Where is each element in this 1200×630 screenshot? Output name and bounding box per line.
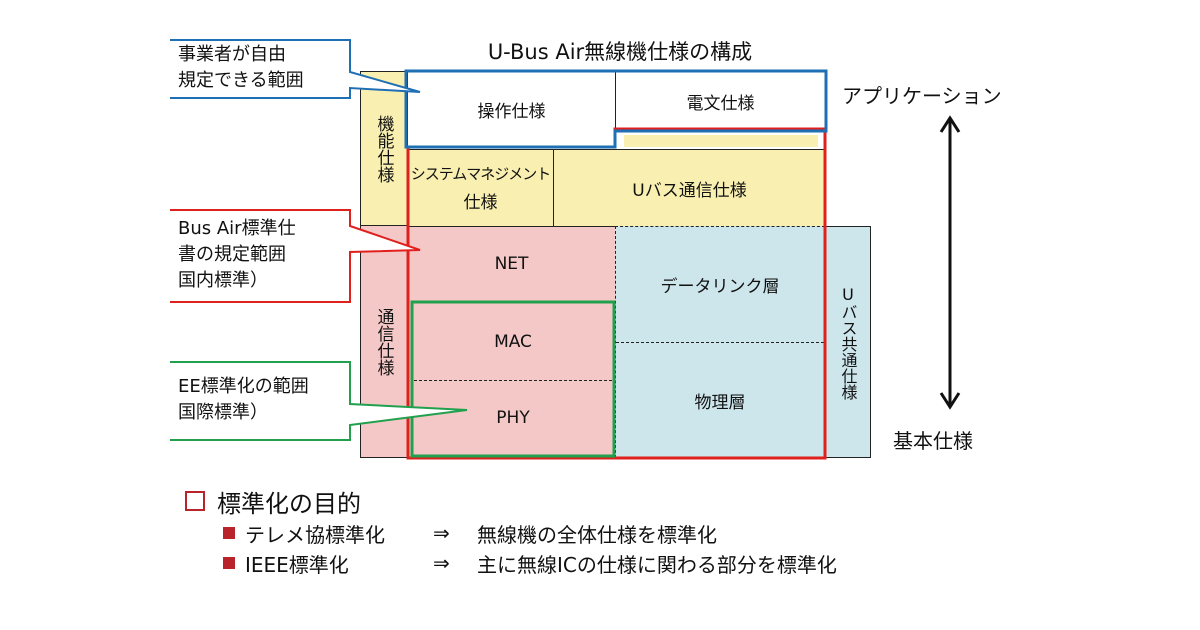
purpose-item-description: 主に無線ICの仕様に関わる部分を標準化 (477, 552, 837, 577)
operation-spec-label: 操作仕様 (477, 101, 546, 122)
message-spec-label: 電文仕様 (686, 93, 755, 114)
ieee-callout-shape (170, 361, 468, 441)
function-spec-label: 機能仕様 (373, 114, 394, 183)
ubus-standard-callout-line3: 国内標準） (178, 270, 268, 291)
ubus-standard-callout-line1: Bus Air標準仕 (178, 218, 296, 239)
operator-callout: 事業者が自由 規定できる範囲 (178, 42, 304, 94)
ubus-common-spec-column: Uバス共通仕様 (825, 226, 871, 458)
mac-phy-divider (414, 380, 612, 381)
double-headed-arrow-icon (939, 115, 961, 410)
ieee-scope-border (410, 300, 616, 458)
purpose-item-arrow: ⇒ (433, 551, 450, 575)
ieee-callout-line2: 国際標準） (178, 402, 268, 423)
operator-scope-border (404, 69, 828, 149)
purpose-item: IEEE標準化 ⇒ 主に無線ICの仕様に関わる部分を標準化 (223, 548, 1085, 578)
purpose-item-arrow: ⇒ (433, 521, 450, 545)
purpose-section: 標準化の目的 テレメ協標準化 ⇒ 無線機の全体仕様を標準化 IEEE標準化 ⇒ … (185, 484, 1085, 578)
net-cell: NET (408, 226, 615, 302)
hollow-square-bullet-icon (185, 491, 205, 511)
mac-label: MAC (494, 331, 532, 352)
physical-layer-label: 物理層 (694, 392, 746, 413)
net-label: NET (494, 254, 529, 274)
message-spec-cell: 電文仕様 (615, 71, 825, 131)
system-management-spec-label-line1: システムマネジメント (410, 165, 552, 183)
filled-square-bullet-icon (223, 557, 235, 569)
layer-divider (616, 342, 824, 343)
ubus-comm-spec-cell: Uバス通信仕様 (554, 149, 825, 226)
operator-callout-line1: 事業者が自由 (178, 44, 286, 65)
message-spec-strip (624, 135, 818, 147)
phy-label: PHY (496, 408, 530, 428)
application-label: アプリケーション (842, 84, 1002, 108)
ubus-standard-scope-border (406, 127, 827, 460)
data-link-layer-label: データリンク層 (660, 277, 780, 297)
diagram-title: U-Bus Air無線機仕様の構成 (487, 40, 753, 64)
ubus-standard-callout-shape (170, 209, 421, 303)
purpose-item-label: IEEE標準化 (245, 552, 349, 577)
phy-cell: PHY (412, 381, 614, 455)
purpose-item-description: 無線機の全体仕様を標準化 (477, 522, 717, 547)
ubus-common-spec-label: Uバス共通仕様 (838, 284, 858, 400)
data-link-layer-cell: データリンク層 (616, 227, 824, 342)
system-management-spec-cell: システムマネジメント 仕様 (408, 149, 554, 226)
ieee-callout: EE標準化の範囲 国際標準） (178, 374, 309, 426)
purpose-item: テレメ協標準化 ⇒ 無線機の全体仕様を標準化 (223, 518, 1085, 548)
purpose-item-label: テレメ協標準化 (245, 522, 385, 547)
ubus-standard-callout: Bus Air標準仕 書の規定範囲 国内標準） (178, 216, 296, 294)
system-management-spec-label-line2: 仕様 (463, 193, 498, 213)
operation-spec-cell: 操作仕様 (408, 71, 615, 147)
basic-spec-label: 基本仕様 (893, 429, 973, 453)
comm-spec-label: 通信仕様 (373, 307, 394, 376)
operator-callout-line2: 規定できる範囲 (178, 70, 304, 91)
operator-callout-shape (170, 39, 421, 99)
purpose-heading: 標準化の目的 (217, 489, 361, 518)
ubus-standard-callout-line2: 書の規定範囲 (178, 244, 286, 265)
purpose-heading-row: 標準化の目的 (185, 484, 1085, 518)
net-mac-phy-block (408, 226, 615, 458)
physical-layer-cell: 物理層 (616, 343, 824, 457)
function-spec-column: 機能仕様 (360, 71, 408, 226)
ubus-comm-spec-label: Uバス通信仕様 (632, 180, 747, 201)
filled-square-bullet-icon (223, 527, 235, 539)
mac-cell: MAC (412, 303, 614, 380)
ieee-callout-line1: EE標準化の範囲 (178, 376, 309, 397)
